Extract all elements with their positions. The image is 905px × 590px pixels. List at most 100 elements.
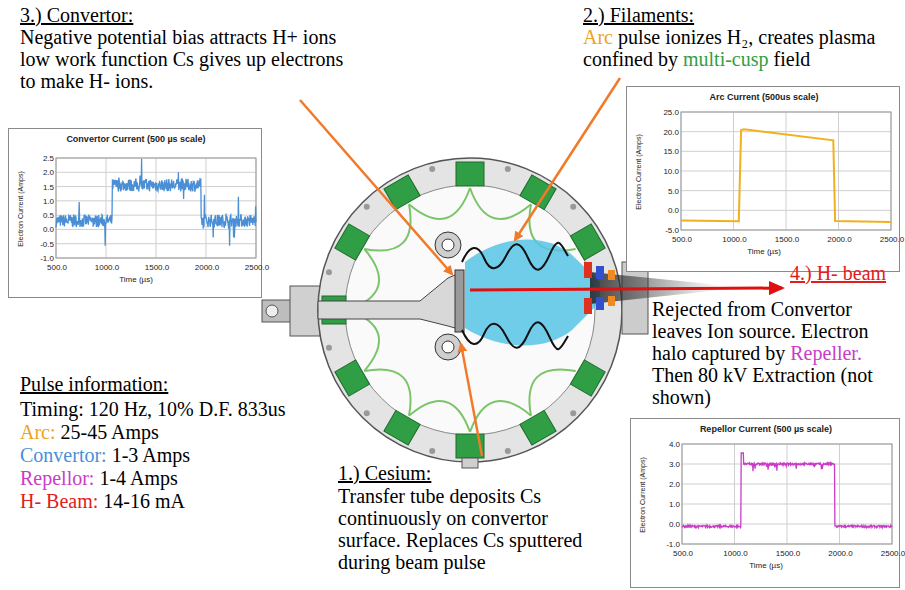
callout-heading-block: 1.) Cesium: bbox=[338, 462, 431, 484]
info-line: Convertor: bbox=[20, 444, 107, 466]
tick-label: 0.0 bbox=[648, 206, 679, 216]
callout-text: Transfer tube deposits Cs continuously o… bbox=[338, 485, 582, 573]
tick-label: 2500.0 bbox=[237, 263, 277, 273]
axis-label: Electron Current (Amps) bbox=[634, 113, 644, 231]
tick-label: 0.0 bbox=[649, 520, 680, 530]
info-line: Repellor: bbox=[20, 467, 94, 489]
left-flange bbox=[290, 286, 320, 336]
tick-label: -0.5 bbox=[23, 240, 54, 250]
bolt-hole bbox=[364, 204, 370, 210]
grid-line bbox=[733, 112, 734, 230]
plot-frame bbox=[682, 444, 892, 544]
info-line: 25-45 Amps bbox=[61, 421, 159, 443]
chart-title: Repellor Current (500 µs scale) bbox=[631, 424, 901, 434]
bolt-hole bbox=[364, 410, 370, 416]
tick-label: 1000.0 bbox=[87, 263, 127, 273]
cusp-magnet bbox=[335, 224, 370, 260]
current-trace bbox=[56, 159, 256, 246]
bolt-hole bbox=[429, 166, 435, 172]
tick-label: 1500.0 bbox=[768, 549, 808, 559]
callout-text: Arc bbox=[583, 26, 613, 48]
tick-label: 1.0 bbox=[649, 500, 680, 510]
tick-label: 15.0 bbox=[648, 147, 679, 157]
tick-label: 2500.0 bbox=[872, 235, 905, 245]
bolt-hole bbox=[429, 448, 435, 454]
callout-text: Then 80 kV Extraction (not shown) bbox=[652, 364, 873, 408]
cusp-magnet bbox=[570, 224, 605, 260]
leader-arrow bbox=[515, 78, 620, 240]
convertor-stalk bbox=[318, 272, 462, 330]
filament-feedthrough bbox=[442, 341, 454, 353]
tick-label: 2000.0 bbox=[820, 235, 860, 245]
tick-label: 1.0 bbox=[23, 197, 54, 207]
callout-heading-block: 2.) Filaments: bbox=[583, 4, 694, 26]
axis-label: Electron Current (Amps) bbox=[638, 445, 648, 545]
callout-heading: 1.) Cesium: bbox=[338, 462, 431, 484]
tick-label: 5.0 bbox=[648, 187, 679, 197]
info-line-block: Timing: 120 Hz, 10% D.F. 833us bbox=[20, 398, 285, 420]
chart-title: Convertor Current (500 µs scale) bbox=[9, 134, 263, 144]
callout-heading-block: 3.) Convertor: bbox=[20, 4, 133, 26]
extraction-electrode bbox=[596, 297, 604, 310]
current-trace bbox=[682, 453, 892, 527]
grid-line bbox=[734, 444, 735, 544]
tick-label: 2000.0 bbox=[187, 263, 227, 273]
cusp-magnet bbox=[335, 360, 370, 396]
bolt-hole bbox=[505, 448, 511, 454]
axis-label: Time (µs) bbox=[627, 247, 901, 257]
callout-text: Repeller. bbox=[790, 342, 862, 364]
chart-title: Arc Current (500us scale) bbox=[627, 92, 901, 102]
leader-arrow bbox=[461, 344, 482, 456]
tick-label: 2.5 bbox=[23, 154, 54, 164]
tick-label: 1000.0 bbox=[715, 235, 755, 245]
current-chart: Repellor Current (500 µs scale) Electron … bbox=[630, 418, 900, 588]
cusp-magnet bbox=[384, 410, 420, 445]
field-line bbox=[364, 369, 410, 415]
callout-text-block: Rejected from Convertor leaves Ion sourc… bbox=[652, 298, 900, 408]
extraction-electrode bbox=[608, 296, 615, 306]
tick-label: 2500.0 bbox=[873, 549, 905, 559]
bolt-hole bbox=[505, 166, 511, 172]
grid-line bbox=[838, 112, 839, 230]
tick-label: 500.0 bbox=[662, 235, 702, 245]
tick-label: -1.0 bbox=[649, 540, 680, 550]
source-body-ring bbox=[318, 158, 622, 462]
callout-heading: 4.) H- beam bbox=[790, 262, 886, 284]
cusp-magnet bbox=[520, 410, 556, 445]
info-line-block: Arc: 25-45 Amps bbox=[20, 421, 159, 443]
callout-text-block: Arc pulse ionizes H₂, creates plasma con… bbox=[583, 26, 901, 70]
tick-label: 25.0 bbox=[648, 108, 679, 118]
axis-label: Time (µs) bbox=[631, 561, 901, 571]
callout-heading: 3.) Convertor: bbox=[20, 4, 133, 26]
tick-label: 2000.0 bbox=[821, 549, 861, 559]
bolt-hole bbox=[570, 204, 576, 210]
fitting-nut bbox=[266, 305, 278, 317]
cusp-magnet bbox=[570, 360, 605, 396]
gas-fitting bbox=[262, 300, 292, 322]
info-line: Arc: bbox=[20, 421, 56, 443]
info-heading: Pulse information: bbox=[20, 373, 168, 395]
info-line: H- Beam: bbox=[20, 490, 98, 512]
plot-frame bbox=[681, 112, 891, 230]
cesium-feedthrough bbox=[462, 458, 478, 468]
tick-label: 4.0 bbox=[649, 440, 680, 450]
grid-line bbox=[787, 444, 788, 544]
tick-label: 0.5 bbox=[23, 211, 54, 221]
leader-arrow bbox=[300, 100, 452, 274]
tick-label: 2.0 bbox=[23, 168, 54, 178]
info-line: Timing: 120 Hz, 10% D.F. 833us bbox=[20, 398, 285, 420]
current-chart: Convertor Current (500 µs scale)Electron… bbox=[8, 128, 262, 298]
axis-label: Time (µs) bbox=[9, 275, 263, 285]
info-line: 1-3 Amps bbox=[112, 444, 190, 466]
current-trace bbox=[681, 129, 891, 222]
bolt-hole bbox=[326, 269, 332, 275]
filament-feedthrough bbox=[435, 334, 461, 360]
callout-text: field bbox=[774, 48, 811, 70]
h-minus-beam-arrow bbox=[470, 288, 782, 290]
tick-label: 500.0 bbox=[37, 263, 77, 273]
tick-label: -5.0 bbox=[648, 226, 679, 236]
tick-label: 0.0 bbox=[23, 225, 54, 235]
filament-feedthrough bbox=[442, 239, 454, 251]
bolt-hole bbox=[326, 345, 332, 351]
callout-text: multi-cusp bbox=[683, 48, 769, 70]
